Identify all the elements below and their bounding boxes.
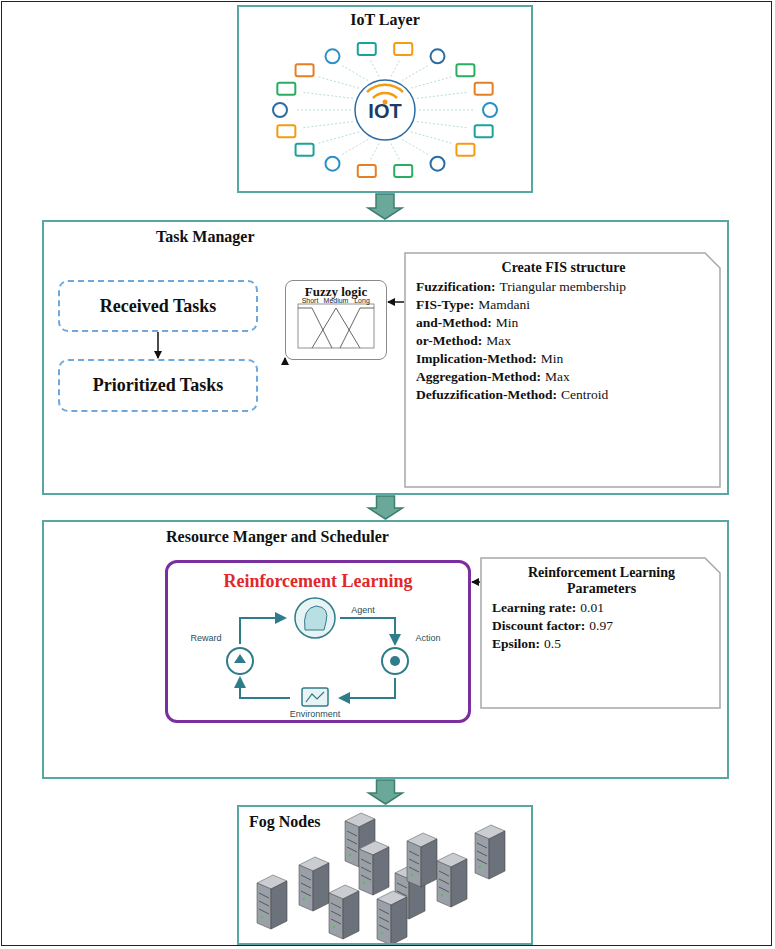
parameter-key: FIS-Type: xyxy=(416,297,474,312)
parameter-row: and-Method: Min xyxy=(416,314,711,332)
connector-arrow xyxy=(388,301,404,303)
parameter-row: Aggregation-Method: Max xyxy=(416,368,711,386)
node-label: Received Tasks xyxy=(100,296,217,317)
parameter-row: Fuzzification: Triangular membership xyxy=(416,278,711,296)
module-box: Task ManagerReceived TasksPrioritized Ta… xyxy=(42,220,729,495)
callout-heading: Create FIS structure xyxy=(416,260,711,276)
task-box: Prioritized Tasks xyxy=(58,359,258,412)
flow-arrow xyxy=(368,194,402,219)
parameter-key: Defuzzification-Method: xyxy=(416,387,557,402)
parameter-key: or-Method: xyxy=(416,333,482,348)
parameter-value: 0.01 xyxy=(580,600,604,615)
membership-label: Long xyxy=(354,297,370,304)
parameter-row: Discount factor: 0.97 xyxy=(492,617,711,635)
connector-arrow xyxy=(472,581,480,583)
connector-arrow xyxy=(284,358,286,360)
parameter-value: Mamdani xyxy=(478,297,530,312)
membership-label: Short xyxy=(302,297,319,304)
parameter-row: Implication-Method: Min xyxy=(416,350,711,368)
membership-chart xyxy=(290,296,380,354)
parameter-row: Defuzzification-Method: Centroid xyxy=(416,386,711,404)
node-label: Task Manager xyxy=(156,228,727,246)
fis-callout: Create FIS structureFuzzification: Triang… xyxy=(404,252,721,488)
module-box: Resource Manger and SchedulerReinforceme… xyxy=(42,520,729,779)
parameter-value: 0.5 xyxy=(544,636,561,651)
parameter-value: Triangular membership xyxy=(499,279,626,294)
task-box: Received Tasks xyxy=(58,280,258,332)
parameter-value: Max xyxy=(486,333,511,348)
layer-box: IoT Layer xyxy=(237,5,533,193)
membership-label: Medium xyxy=(324,297,349,304)
flow-arrow xyxy=(369,780,403,804)
rl-cycle-illustration xyxy=(180,596,455,718)
iot-hub-label: IOT xyxy=(368,100,401,123)
parameter-row: or-Method: Max xyxy=(416,332,711,350)
parameter-value: Max xyxy=(545,369,570,384)
node-label: IoT Layer xyxy=(239,11,531,29)
parameter-key: Epsilon: xyxy=(492,636,540,651)
cycle-label: Action xyxy=(415,633,440,643)
cycle-label: Reward xyxy=(190,633,221,643)
parameter-row: Learning rate: 0.01 xyxy=(492,599,711,617)
connector-arrow xyxy=(157,332,159,358)
node-label: Fog Nodes xyxy=(249,813,531,831)
node-label: Resource Manger and Scheduler xyxy=(166,528,727,546)
parameter-value: Min xyxy=(496,315,519,330)
parameter-value: Min xyxy=(541,351,564,366)
flow-arrow xyxy=(369,496,403,519)
parameter-row: FIS-Type: Mamdani xyxy=(416,296,711,314)
parameter-key: Aggregation-Method: xyxy=(416,369,541,384)
parameter-key: Learning rate: xyxy=(492,600,576,615)
parameter-value: 0.97 xyxy=(589,618,613,633)
parameter-key: Discount factor: xyxy=(492,618,585,633)
parameter-value: Centroid xyxy=(561,387,608,402)
parameter-key: and-Method: xyxy=(416,315,492,330)
node-label: Prioritized Tasks xyxy=(93,375,224,396)
node-label: Reinforcement Learning xyxy=(168,571,468,592)
layer-box: Fog Nodes xyxy=(237,805,533,945)
parameter-key: Implication-Method: xyxy=(416,351,537,366)
rl-params-callout: Reinforcement Learning ParametersLearnin… xyxy=(480,557,721,709)
cycle-label: Environment xyxy=(290,709,341,719)
callout-heading: Reinforcement Learning Parameters xyxy=(492,565,711,597)
fuzzy-logic-box: Fuzzy logic xyxy=(285,280,387,360)
parameter-key: Fuzzification: xyxy=(416,279,495,294)
parameter-row: Epsilon: 0.5 xyxy=(492,635,711,653)
cycle-label: Agent xyxy=(351,605,375,615)
